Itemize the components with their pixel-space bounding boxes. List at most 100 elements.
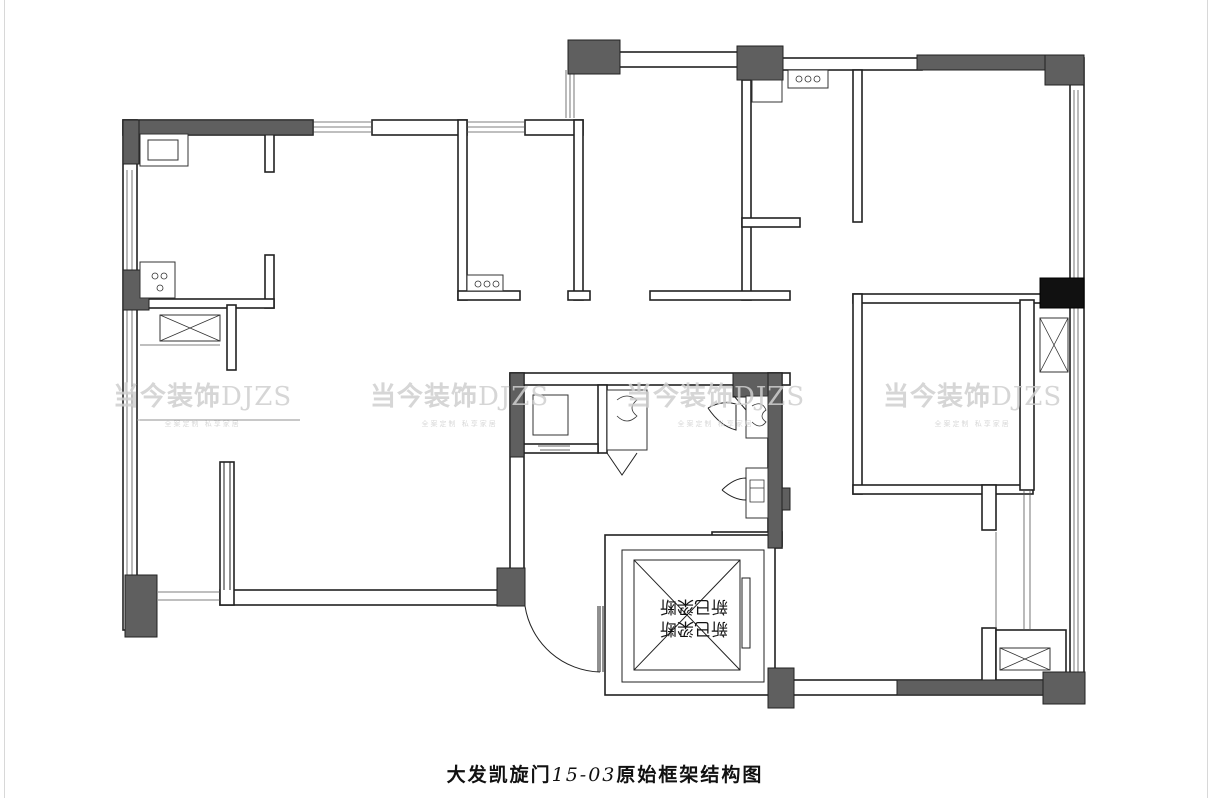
watermark-brand-cn: 当今装饰 [370,382,479,412]
column-top-right-3 [916,54,1048,71]
watermark-slogan: 全案定制 私享家居 [421,420,498,428]
watermark-slogan: 全案定制 私享家居 [677,420,754,428]
door-bath-c [721,477,747,501]
core-cross [633,559,741,671]
column-right-small [781,487,791,511]
wall-right-room-bottom [852,484,1034,495]
fixture-ac-bottom-cross [999,647,1051,671]
window-right-room [1023,490,1031,630]
wall-left-inner-3 [226,304,237,371]
plan-caption: 大发凯旋门15-03原始框架结构图 [0,760,1210,787]
wall-right-room-stub [981,484,997,531]
fixture-water-heater-inner [147,139,179,161]
wall-bottom-left [219,589,506,606]
core-inner-2 [633,559,741,671]
column-top-left [122,119,314,136]
toilet-c-shape [749,479,765,503]
fixture-toilet-c [745,467,769,519]
watermark-3: 当今装饰DJZS 全案定制 私享家居 [626,376,806,428]
column-top-right-2 [736,45,784,81]
wall-top-right-b [781,57,923,71]
column-top-left-corner [122,119,140,165]
wall-right-room-top [852,293,1044,304]
window-left [126,170,133,578]
fixture-stove-left [139,261,176,299]
column-center-tl [509,372,525,458]
column-bottom-mid [767,667,795,709]
column-bottom-right-corner [1042,671,1086,705]
burner-5 [483,280,491,288]
window-top-left [313,121,372,133]
column-bottom-left [124,574,158,638]
burner-8 [804,75,812,83]
fixture-ac-right-cross [1039,317,1069,373]
watermark-brand-cn: 当今装饰 [883,382,992,412]
watermark-brand-latin: DJZS [221,382,293,412]
wall-partition-b [573,119,584,301]
fixture-toilet-b [745,395,769,439]
watermark-1: 当今装饰DJZS 全案定制 私享家居 [113,376,293,428]
toilet-b-shape [751,403,767,427]
door-bath-d [733,395,747,411]
door-bath-b [707,402,737,431]
watermark-2: 当今装饰DJZS 全案定制 私享家居 [370,376,550,428]
column-bottom-right [896,679,1048,696]
wall-right-exterior [1069,57,1085,689]
burner-6 [492,280,500,288]
watermark-4: 当今装饰DJZS 全案定制 私享家居 [883,376,1063,428]
burner-9 [813,75,821,83]
wall-mid-vertical-2 [852,69,863,223]
column-center-right [767,372,783,549]
wall-left-exterior [122,119,138,631]
wall-right-room-side [1019,299,1035,491]
burner-1 [151,272,159,280]
wall-left-inner-shelf [139,298,275,309]
door-entry-swing [524,605,601,673]
window-right [1073,90,1079,672]
wall-right-room-left [852,293,863,495]
wall-center-divider [597,384,608,454]
watermark-brand-latin: DJZS [734,382,806,412]
wall-mid-vertical-1 [741,79,752,301]
window-bottom-left [158,591,220,601]
wall-left-inner-1 [264,129,275,173]
floor-drain-hatch [538,445,570,451]
wall-mid-horizontal [649,290,791,301]
fixture-heater-top [751,79,783,103]
door-entry-leaf [597,606,604,672]
toilet-a-shape [616,395,638,422]
fixture-sink-center [532,394,569,436]
column-top-right-corner [1044,54,1085,86]
wall-mid-shelf [741,217,801,228]
watermark-brand-latin: DJZS [991,382,1063,412]
wall-top-right-a [599,51,741,68]
caption-prefix: 大发凯旋门 [446,764,552,786]
window-top-right [565,70,575,118]
elevator-label-line2: 新已梁断 [660,596,728,616]
burner-4 [474,280,482,288]
column-black [1039,277,1085,309]
watermark-brand-latin: DJZS [478,382,550,412]
wall-partition-a-foot [457,290,521,301]
door-bath-a [606,452,638,476]
wall-partition-a [457,119,468,301]
elevator-label-line1: 新已梁断 [660,618,728,638]
burner-7 [795,75,803,83]
fixture-ac-left-cross [159,314,221,342]
wall-top-mid-1 [371,119,468,136]
burner-3 [156,284,164,292]
door-left-room [223,462,231,590]
wall-center-shelf [523,443,599,454]
wall-elevator-outer [604,534,776,696]
watermark-brand-cn: 当今装饰 [626,382,735,412]
column-top-right-1 [567,39,621,75]
burner-2 [160,272,168,280]
column-center-bottom [496,567,526,607]
watermark-slogan: 全案定制 私享家居 [934,420,1011,428]
watermark-brand-cn: 当今装饰 [113,382,222,412]
fixture-toilet-a [606,389,648,451]
fixture-stove-top [787,69,829,89]
caption-suffix: 原始框架结构图 [616,764,764,786]
core-side-bar [741,577,751,649]
